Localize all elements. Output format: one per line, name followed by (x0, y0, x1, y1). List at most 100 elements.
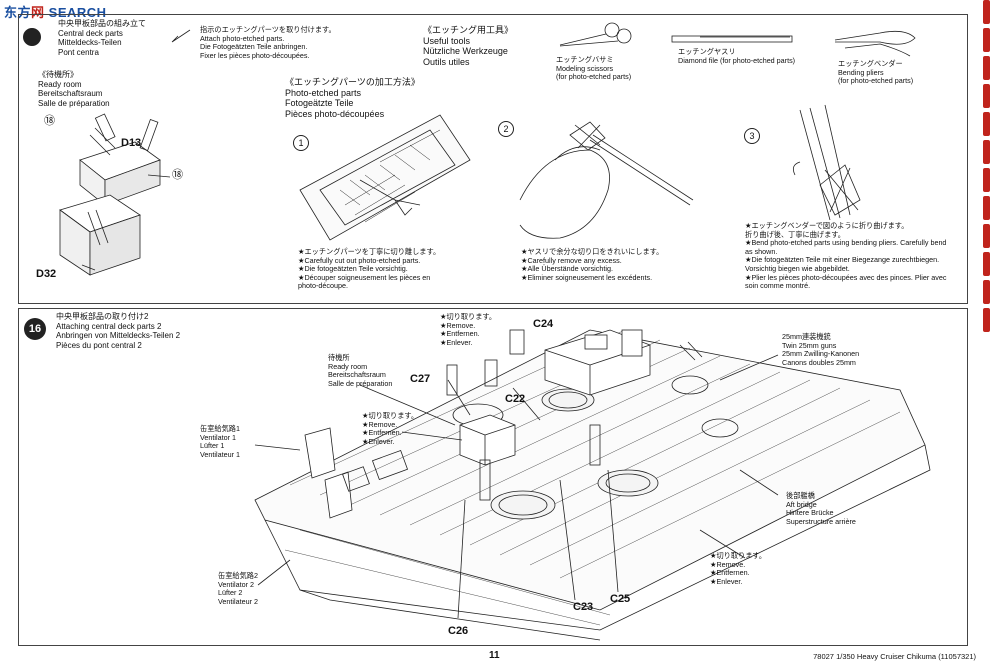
part-d32-label: D32 (36, 268, 57, 280)
part-d13-label: D13 (121, 137, 142, 149)
sub3-line-1: 折り曲げ後、丁寧に曲げます。 (745, 229, 845, 239)
substep-3-text: ★エッチングベンダーで図のように折り曲げます。 折り曲げ後、丁寧に曲げます。 ★… (745, 221, 947, 291)
tool-pliers-note: (for photo-etched parts) (838, 76, 914, 86)
step15-title-en: Central deck parts (58, 28, 123, 38)
sub1-line-4: photo-découpe. (298, 281, 348, 291)
watermark-part1: 东方 (4, 5, 32, 20)
remove-top-en: ★Remove. (440, 320, 476, 330)
part-c25-label: C25 (610, 593, 631, 605)
remove-mid-en: ★Remove. (362, 419, 398, 429)
remove-top-de: ★Entfernen. (440, 329, 480, 339)
sub3-line-6: ★Plier les pièces photo-découpées avec d… (745, 272, 947, 282)
substep-1-text: ★エッチングパーツを丁寧に切り離します。 ★Carefully cut out … (298, 247, 440, 291)
tool-scissors-note: (for photo-etched parts) (556, 72, 632, 82)
processing-de: Fotogeätzte Teile (285, 98, 354, 108)
remove-bottom-de: ★Entfernen. (710, 568, 750, 578)
callout-a: ⑱ (44, 115, 55, 127)
step15-title-jp: 中央甲板部品の組み立て (58, 19, 146, 28)
part-c23-label: C23 (573, 601, 594, 613)
step16-number: 16 (24, 318, 46, 340)
step16-title-fr: Pièces du pont central 2 (56, 340, 142, 350)
vent2-jp: 缶室給気路2 (218, 571, 258, 580)
useful-tools-fr: Outils utiles (423, 56, 470, 67)
vent1-fr: Ventilateur 1 (200, 449, 240, 459)
remove-top-jp: ★切り取ります。 (440, 312, 497, 321)
vent2-en: Ventilator 2 (218, 579, 254, 589)
remove-mid-fr: ★Enlever. (362, 436, 395, 446)
substep-1-marker: 1 (293, 135, 309, 151)
file-illustration (671, 35, 793, 43)
ventilator-1-label: 缶室給気路1 Ventilator 1 Lüfter 1 Ventilateur… (200, 424, 240, 459)
sub1-line-2: ★Die fotogeätzten Teile vorsichtig. (298, 264, 408, 274)
tool-scissors-label: エッチングバサミ Modeling scissors (for photo-et… (556, 55, 632, 82)
step15-title-de: Mitteldecks-Teilen (58, 38, 122, 47)
sub3-line-4: ★Die fotogeätzten Teile mit einer Biegez… (745, 255, 940, 265)
scissors-illustration (559, 22, 632, 47)
part-c24-label: C24 (533, 318, 554, 330)
callout-b: ⑱ (172, 169, 183, 181)
aft-bridge-de: Hintere Brücke (786, 508, 834, 518)
ready-room-jp: 《待機所》 (38, 70, 78, 79)
remove-bottom-jp: ★切り取ります。 (710, 551, 767, 560)
processing-jp: 《エッチングパーツの加工方法》 (285, 77, 420, 87)
step15-marker (23, 28, 41, 46)
processing-heading: 《エッチングパーツの加工方法》 Photo-etched parts Fotog… (285, 77, 420, 119)
remove-note-bottom: ★切り取ります。 ★Remove. ★Entfernen. ★Enlever. (710, 551, 767, 586)
sub3-line-3: as shown. (745, 246, 778, 256)
step16-title-en: Attaching central deck parts 2 (56, 321, 162, 331)
guns-fr: Canons doubles 25mm (782, 357, 856, 367)
sub2-line-3: ★Eliminer soigneusement les excédents. (521, 272, 653, 282)
twin-guns-label: 25mm連装機銃 Twin 25mm guns 25mm Zwilling-Ka… (782, 332, 860, 367)
remove-bottom-fr: ★Enlever. (710, 576, 743, 586)
ready-room-box-illustration (59, 113, 171, 276)
vent2-de: Lüfter 2 (218, 588, 243, 598)
aft-bridge-fr: Superstructure arrière (786, 516, 856, 526)
ready-room-en: Ready room (38, 79, 82, 89)
useful-tools-jp: 《エッチング用工具》 (423, 25, 514, 35)
remove-top-fr: ★Enlever. (440, 337, 473, 347)
aft-bridge-jp: 後部艦橋 (786, 491, 815, 500)
sub1-line-3: ★Découper soigneusement les pièces en (298, 272, 431, 282)
aft-bridge-en: Aft bridge (786, 499, 817, 509)
watermark-part3: SEARCH (48, 5, 107, 20)
guns-en: Twin 25mm guns (782, 340, 837, 350)
vent2-fr: Ventilateur 2 (218, 596, 258, 606)
attach-note-de: Die Fotogeätzten Teile anbringen. (200, 42, 308, 52)
tool-scissors-en: Modeling scissors (556, 63, 614, 73)
remove-note-top: ★切り取ります。 ★Remove. ★Entfernen. ★Enlever. (440, 312, 497, 347)
substep-2-marker: 2 (498, 121, 514, 137)
attach-note-fr: Fixer les pièces photo-découpées. (200, 50, 310, 60)
sub3-line-7: soin comme montré. (745, 281, 811, 291)
hand-file-illustration (519, 121, 694, 239)
sub3-line-2: ★Bend photo-etched parts using bending p… (745, 238, 947, 248)
sub2-line-2: ★Alle Überstände vorsichtig. (521, 264, 613, 274)
step16-title: 中央甲板部品の取り付け2 Attaching central deck part… (56, 312, 180, 350)
sub2-line-0: ★ヤスリで余分な切り口をきれいにします。 (521, 247, 664, 256)
step16-panel (18, 308, 968, 646)
remove-note-mid: ★切り取ります。 ★Remove. ★Entfernen. ★Enlever. (362, 411, 418, 446)
guns-de: 25mm Zwilling-Kanonen (782, 349, 860, 359)
step15-title: 中央甲板部品の組み立て Central deck parts Mitteldec… (58, 19, 146, 57)
substep-3-marker: 3 (744, 128, 760, 144)
part-c26-label: C26 (448, 625, 469, 637)
etched-fret-illustration (299, 114, 471, 241)
step15-panel (18, 14, 968, 304)
sub3-line-0: ★エッチングベンダーで図のように折り曲げます。 (745, 221, 909, 230)
ventilator-2-label: 缶室給気路2 Ventilator 2 Lüfter 2 Ventilateur… (218, 571, 258, 606)
step15-title-fr: Pont centra (58, 47, 99, 57)
product-code: 78027 1/350 Heavy Cruiser Chikuma (11057… (813, 652, 976, 661)
sub3-line-5: Vorsichtig biegen wie abgebildet. (745, 263, 850, 273)
part-c27-label: C27 (410, 373, 431, 385)
s16-ready-fr: Salle de préparation (328, 378, 393, 388)
vent1-en: Ventilator 1 (200, 432, 236, 442)
guns-jp: 25mm連装機銃 (782, 332, 831, 341)
part-c22-label: C22 (505, 393, 526, 405)
useful-tools-de: Nützliche Werkzeuge (423, 46, 508, 56)
step15-ready-room: 《待機所》 Ready room Bereitschaftsraum Salle… (38, 70, 110, 108)
useful-tools-en: Useful tools (423, 35, 471, 46)
remove-mid-de: ★Entfernen. (362, 428, 402, 438)
watermark-logo: 东方网 SEARCH (4, 2, 107, 21)
vent1-jp: 缶室給気路1 (200, 424, 240, 433)
step16-title-jp: 中央甲板部品の取り付け2 (56, 312, 149, 321)
